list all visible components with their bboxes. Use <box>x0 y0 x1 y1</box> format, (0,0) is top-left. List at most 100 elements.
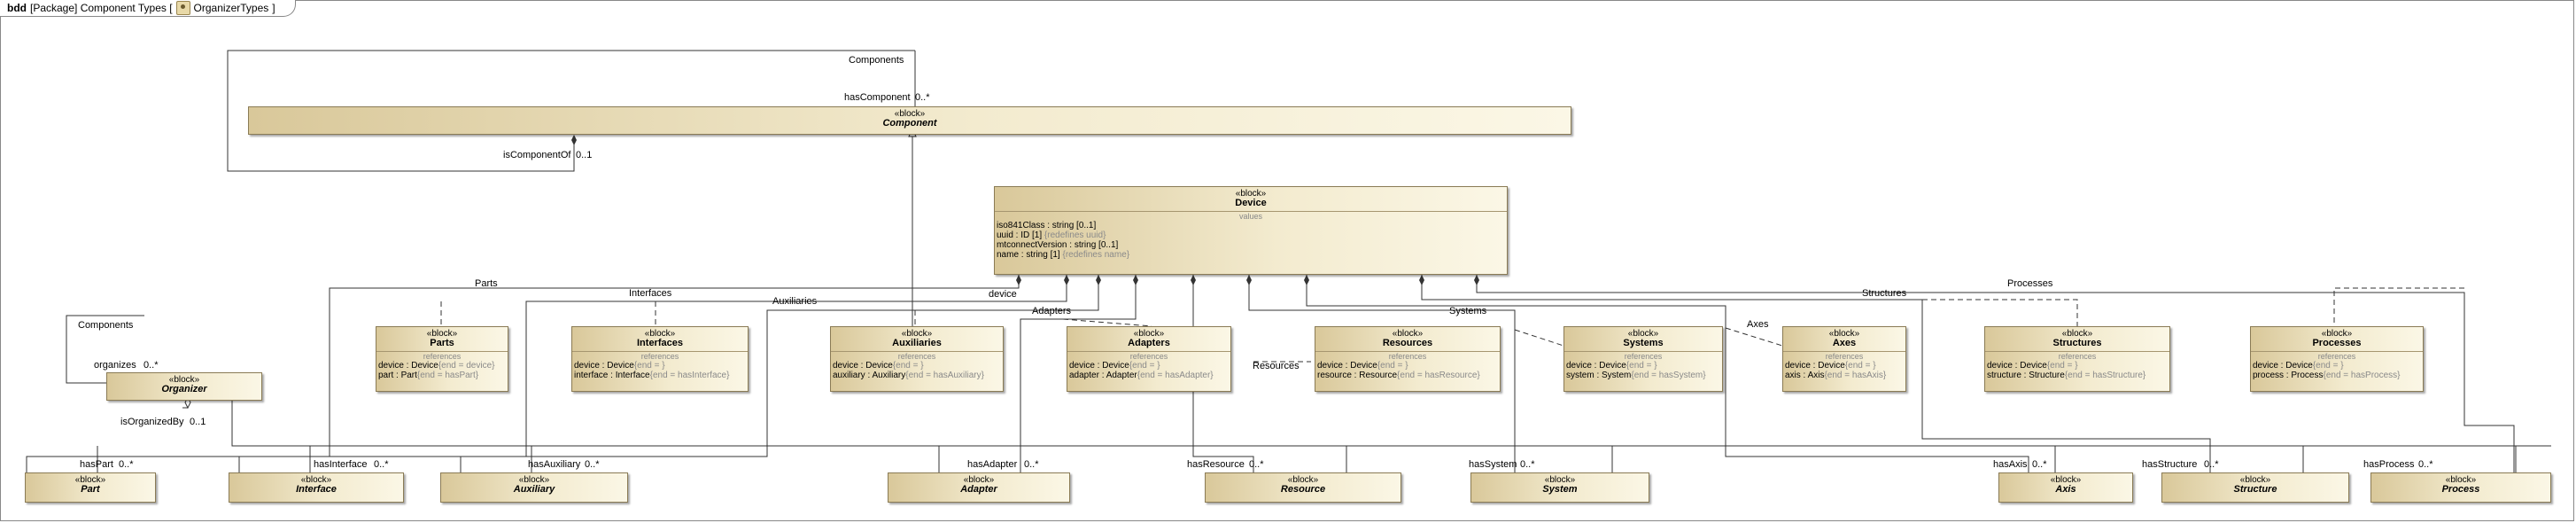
block-adapter[interactable]: «block»Adapter <box>888 472 1070 503</box>
diagram-kind: bdd <box>7 2 27 14</box>
block-name: Axes <box>1832 338 1857 348</box>
compartment-title: references <box>2317 352 2356 361</box>
mult-has-axis: 0..* <box>2032 459 2047 470</box>
property-row: interface : Interface{end = hasInterface… <box>574 371 730 380</box>
stereotype: «block» <box>901 329 933 339</box>
stereotype: «block» <box>2445 475 2477 485</box>
block-name: Adapter <box>960 484 997 495</box>
stereotype: «block» <box>1392 329 1424 339</box>
label-interfaces-assoc: Interfaces <box>629 288 672 299</box>
property-row: device : Device{end = device} <box>378 361 495 371</box>
property-row: axis : Axis{end = hasAxis} <box>1785 371 1887 380</box>
diamond-component <box>571 135 577 145</box>
block-auxiliary[interactable]: «block»Auxiliary <box>440 472 628 503</box>
mult-has-component: 0..* <box>915 92 930 103</box>
block-device[interactable]: «block» Device values iso841Class : stri… <box>994 186 1508 275</box>
diamond-systems <box>1246 275 1252 285</box>
block-name: Interface <box>296 484 337 495</box>
block-name: Parts <box>430 338 454 348</box>
property-row: system : System{end = hasSystem} <box>1566 371 1706 380</box>
block-organizer[interactable]: «block» Organizer <box>106 372 262 401</box>
label-has-process: hasProcess <box>2363 459 2415 470</box>
block-axes[interactable]: «block»Axes references device : Device{e… <box>1782 326 1906 392</box>
compartment-title: values <box>1238 212 1262 221</box>
block-structure[interactable]: «block»Structure <box>2161 472 2349 503</box>
diamond-adapters <box>1133 275 1138 285</box>
property-row: adapter : Adapter{end = hasAdapter} <box>1069 371 1214 380</box>
block-systems[interactable]: «block»Systems references device : Devic… <box>1563 326 1723 392</box>
block-name: Auxiliaries <box>892 338 942 348</box>
block-name: Systems <box>1623 338 1664 348</box>
mult-has-interface: 0..* <box>374 459 389 470</box>
compartment-title: references <box>1129 352 1168 361</box>
assocclass-axes-link <box>1725 327 1783 347</box>
stereotype: «block» <box>1287 475 1319 485</box>
block-resources[interactable]: «block»Resources references device : Dev… <box>1315 326 1501 392</box>
compartment-title: references <box>1624 352 1663 361</box>
block-system[interactable]: «block»System <box>1470 472 1649 503</box>
block-interfaces[interactable]: «block»Interfaces references device : De… <box>571 326 749 392</box>
mult-has-adapter: 0..* <box>1024 459 1039 470</box>
property-row: iso841Class : string [0..1] <box>997 221 1097 230</box>
label-has-adapter: hasAdapter <box>967 459 1018 470</box>
property-row: device : Device{end = } <box>1566 361 1657 371</box>
block-resource[interactable]: «block»Resource <box>1205 472 1401 503</box>
diamond-parts <box>1016 275 1021 285</box>
block-interface[interactable]: «block»Interface <box>229 472 404 503</box>
diamond-auxiliaries <box>1096 275 1101 285</box>
mult-has-auxiliary: 0..* <box>585 459 600 470</box>
block-component[interactable]: «block» Component <box>248 106 1571 135</box>
stereotype: «block» <box>1235 189 1267 199</box>
block-structures[interactable]: «block»Structures references device : De… <box>1984 326 2170 392</box>
block-name: System <box>1542 484 1578 495</box>
compartment-title: references <box>897 352 936 361</box>
label-systems-assoc: Systems <box>1449 306 1487 316</box>
block-name: Resources <box>1382 338 1433 348</box>
mult-has-system: 0..* <box>1520 459 1535 470</box>
mult-has-structure: 0..* <box>2204 459 2219 470</box>
block-auxiliaries[interactable]: «block»Auxiliaries references device : D… <box>830 326 1004 392</box>
block-name: Axis <box>2055 484 2076 495</box>
block-processes[interactable]: «block»Processes references device : Dev… <box>2250 326 2424 392</box>
mult-is-organized-by: 0..1 <box>190 417 206 427</box>
label-is-component-of: isComponentOf <box>503 150 571 160</box>
property-row: device : Device{end = } <box>2253 361 2344 371</box>
property-row: part : Part{end = hasPart} <box>378 371 479 380</box>
mult-has-part: 0..* <box>119 459 134 470</box>
label-has-auxiliary: hasAuxiliary <box>528 459 581 470</box>
block-name: Structure <box>2233 484 2277 495</box>
block-parts[interactable]: «block»Parts references device : Device{… <box>376 326 508 392</box>
block-name: Adapters <box>1128 338 1170 348</box>
block-name: Processes <box>2312 338 2362 348</box>
stereotype: «block» <box>300 475 332 485</box>
property-row: mtconnectVersion : string [0..1] <box>997 240 1119 250</box>
stereotype: «block» <box>894 109 926 119</box>
label-has-axis: hasAxis <box>1993 459 2028 470</box>
property-row: device : Device{end = } <box>1987 361 2078 371</box>
diagram-title-prefix: [Package] Component Types [ <box>30 2 173 14</box>
compartment-title: references <box>2058 352 2097 361</box>
property-row: name : string [1] {redefines name} <box>997 250 1130 260</box>
block-name: Structures <box>2052 338 2102 348</box>
assoc-structures <box>1421 275 2211 472</box>
stereotype: «block» <box>1828 329 1860 339</box>
label-resources-assoc: Resources <box>1253 361 1300 371</box>
label-has-component: hasComponent <box>844 92 911 103</box>
block-process[interactable]: «block»Process <box>2370 472 2551 503</box>
block-adapters[interactable]: «block»Adapters references device : Devi… <box>1067 326 1231 392</box>
block-name: Resource <box>1280 484 1326 495</box>
assoc-axes <box>1306 275 2029 472</box>
diamond-resources <box>1191 275 1196 285</box>
label-has-interface: hasInterface <box>314 459 368 470</box>
stereotype: «block» <box>1627 329 1659 339</box>
block-name: Auxiliary <box>513 484 555 495</box>
block-part[interactable]: «block»Part <box>25 472 156 503</box>
mult-organizes: 0..* <box>144 360 159 371</box>
package-title-components-top: Components <box>849 55 904 66</box>
block-axis[interactable]: «block»Axis <box>1998 472 2133 503</box>
label-has-resource: hasResource <box>1187 459 1245 470</box>
assocclass-structures-link <box>1922 299 2078 326</box>
property-row: device : Device{end = } <box>1069 361 1160 371</box>
compartment-title: references <box>640 352 679 361</box>
